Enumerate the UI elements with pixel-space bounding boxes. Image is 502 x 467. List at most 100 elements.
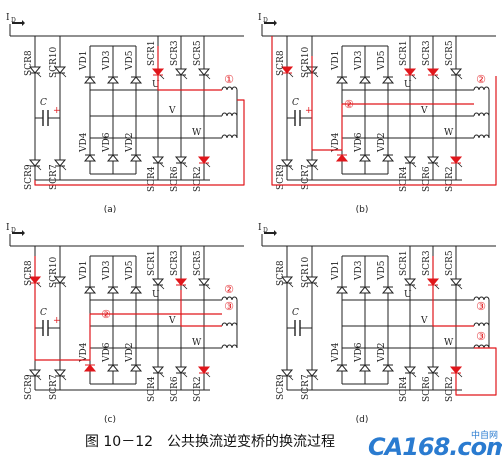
vd-bottom-label: VD4 bbox=[331, 342, 341, 363]
scr-top-gate bbox=[411, 74, 417, 80]
phase-label: V bbox=[420, 316, 428, 326]
scr7-label: SCR7 bbox=[49, 164, 59, 190]
phase-label: W bbox=[444, 128, 454, 138]
step-marker: ③ bbox=[224, 300, 234, 313]
phase-label: U bbox=[404, 80, 412, 90]
scr-bottom-label: SCR4 bbox=[147, 166, 157, 192]
current-path bbox=[34, 99, 245, 186]
scr7 bbox=[305, 369, 319, 377]
vd-bottom-label: VD6 bbox=[354, 132, 364, 153]
scr7-gate bbox=[313, 165, 319, 171]
vd-top-label: VD3 bbox=[354, 260, 364, 281]
step-marker: ① bbox=[224, 73, 234, 86]
scr-bottom bbox=[174, 156, 188, 164]
phase-label: W bbox=[192, 338, 202, 348]
phase-label: V bbox=[168, 106, 176, 116]
site-logo: CA168.com 中自网 bbox=[368, 431, 502, 461]
winding-coil bbox=[483, 322, 490, 327]
scr8-label: SCR8 bbox=[276, 50, 286, 76]
vd-top-label: VD5 bbox=[125, 50, 135, 71]
scr-top bbox=[403, 68, 417, 76]
winding-coil bbox=[478, 86, 485, 91]
scr-top-label: SCR1 bbox=[399, 40, 409, 66]
current-path bbox=[180, 290, 222, 327]
scr10 bbox=[53, 66, 67, 74]
vd-bottom-label: VD2 bbox=[377, 343, 387, 363]
current-subscript: D bbox=[263, 17, 268, 24]
current-label: I bbox=[258, 223, 262, 233]
scr-top-label: SCR5 bbox=[193, 40, 203, 66]
scr-top bbox=[403, 278, 417, 286]
scr9-label: SCR9 bbox=[276, 374, 286, 400]
winding-coil bbox=[221, 344, 228, 349]
scr-top-label: SCR1 bbox=[147, 250, 157, 276]
step-marker: ② bbox=[101, 308, 111, 321]
vd-bottom-label: VD4 bbox=[331, 132, 341, 153]
scr10-gate bbox=[61, 282, 67, 288]
scr-top-label: SCR3 bbox=[422, 40, 432, 66]
scr-bottom bbox=[151, 156, 165, 164]
vd-bottom bbox=[358, 154, 372, 162]
panel-label: (d) bbox=[356, 415, 369, 425]
capacitor-polarity: + bbox=[53, 316, 61, 326]
vd-top bbox=[358, 76, 372, 84]
vd-top-label: VD3 bbox=[354, 50, 364, 71]
scr-bottom bbox=[197, 366, 211, 374]
scr10-gate bbox=[61, 72, 67, 78]
panel-label: (b) bbox=[356, 205, 369, 215]
vd-bottom-label: VD2 bbox=[377, 133, 387, 153]
current-label: I bbox=[258, 13, 262, 23]
current-path bbox=[455, 347, 497, 396]
scr9 bbox=[28, 159, 42, 167]
winding-coil bbox=[231, 86, 238, 91]
step-marker: ③ bbox=[476, 330, 486, 343]
vd-top-label: VD1 bbox=[79, 261, 89, 281]
scr-bottom-label: SCR2 bbox=[193, 166, 203, 192]
scr-bottom-label: SCR2 bbox=[193, 376, 203, 402]
phase-label: W bbox=[444, 338, 454, 348]
winding-coil bbox=[231, 134, 238, 139]
panel-label: (a) bbox=[104, 205, 117, 215]
scr9-gate bbox=[36, 165, 42, 171]
scr8-gate bbox=[36, 282, 42, 288]
scr7-label: SCR7 bbox=[301, 164, 311, 190]
scr-top-gate bbox=[434, 284, 440, 290]
winding-coil bbox=[483, 134, 490, 139]
scr-top-gate bbox=[159, 284, 165, 290]
vd-bottom bbox=[106, 364, 120, 372]
vd-bottom bbox=[335, 364, 349, 372]
winding-coil bbox=[226, 134, 233, 139]
scr-bottom-gate bbox=[182, 372, 188, 378]
scr7 bbox=[53, 159, 67, 167]
vd-top-label: VD5 bbox=[377, 50, 387, 71]
scr-top bbox=[151, 278, 165, 286]
capacitor-polarity: + bbox=[53, 106, 61, 116]
winding-coil bbox=[231, 344, 238, 349]
scr10-label: SCR10 bbox=[301, 46, 311, 78]
scr9-label: SCR9 bbox=[276, 164, 286, 190]
winding-coil bbox=[221, 322, 228, 327]
current-path bbox=[432, 256, 474, 327]
scr-bottom-gate bbox=[411, 162, 417, 168]
current-label: I bbox=[6, 223, 10, 233]
scr7-label: SCR7 bbox=[301, 374, 311, 400]
vd-bottom bbox=[129, 364, 143, 372]
vd-top-label: VD1 bbox=[331, 51, 341, 71]
vd-top-label: VD3 bbox=[102, 50, 112, 71]
scr-top-label: SCR3 bbox=[170, 40, 180, 66]
step-marker: ② bbox=[344, 98, 354, 111]
phase-label: U bbox=[404, 290, 412, 300]
scr-bottom-label: SCR4 bbox=[147, 376, 157, 402]
vd-top-label: VD5 bbox=[377, 260, 387, 281]
scr-top-label: SCR5 bbox=[193, 250, 203, 276]
scr-top-label: SCR1 bbox=[399, 250, 409, 276]
scr7 bbox=[305, 159, 319, 167]
scr-bottom-gate bbox=[159, 372, 165, 378]
figure-caption: 图 10－12 公共换流逆变桥的换流过程 bbox=[84, 434, 336, 450]
vd-top bbox=[381, 76, 395, 84]
scr10-label: SCR10 bbox=[49, 46, 59, 78]
step-marker: ② bbox=[476, 73, 486, 86]
logo-text: CA168.com bbox=[368, 433, 502, 461]
scr-bottom-label: SCR6 bbox=[422, 166, 432, 192]
